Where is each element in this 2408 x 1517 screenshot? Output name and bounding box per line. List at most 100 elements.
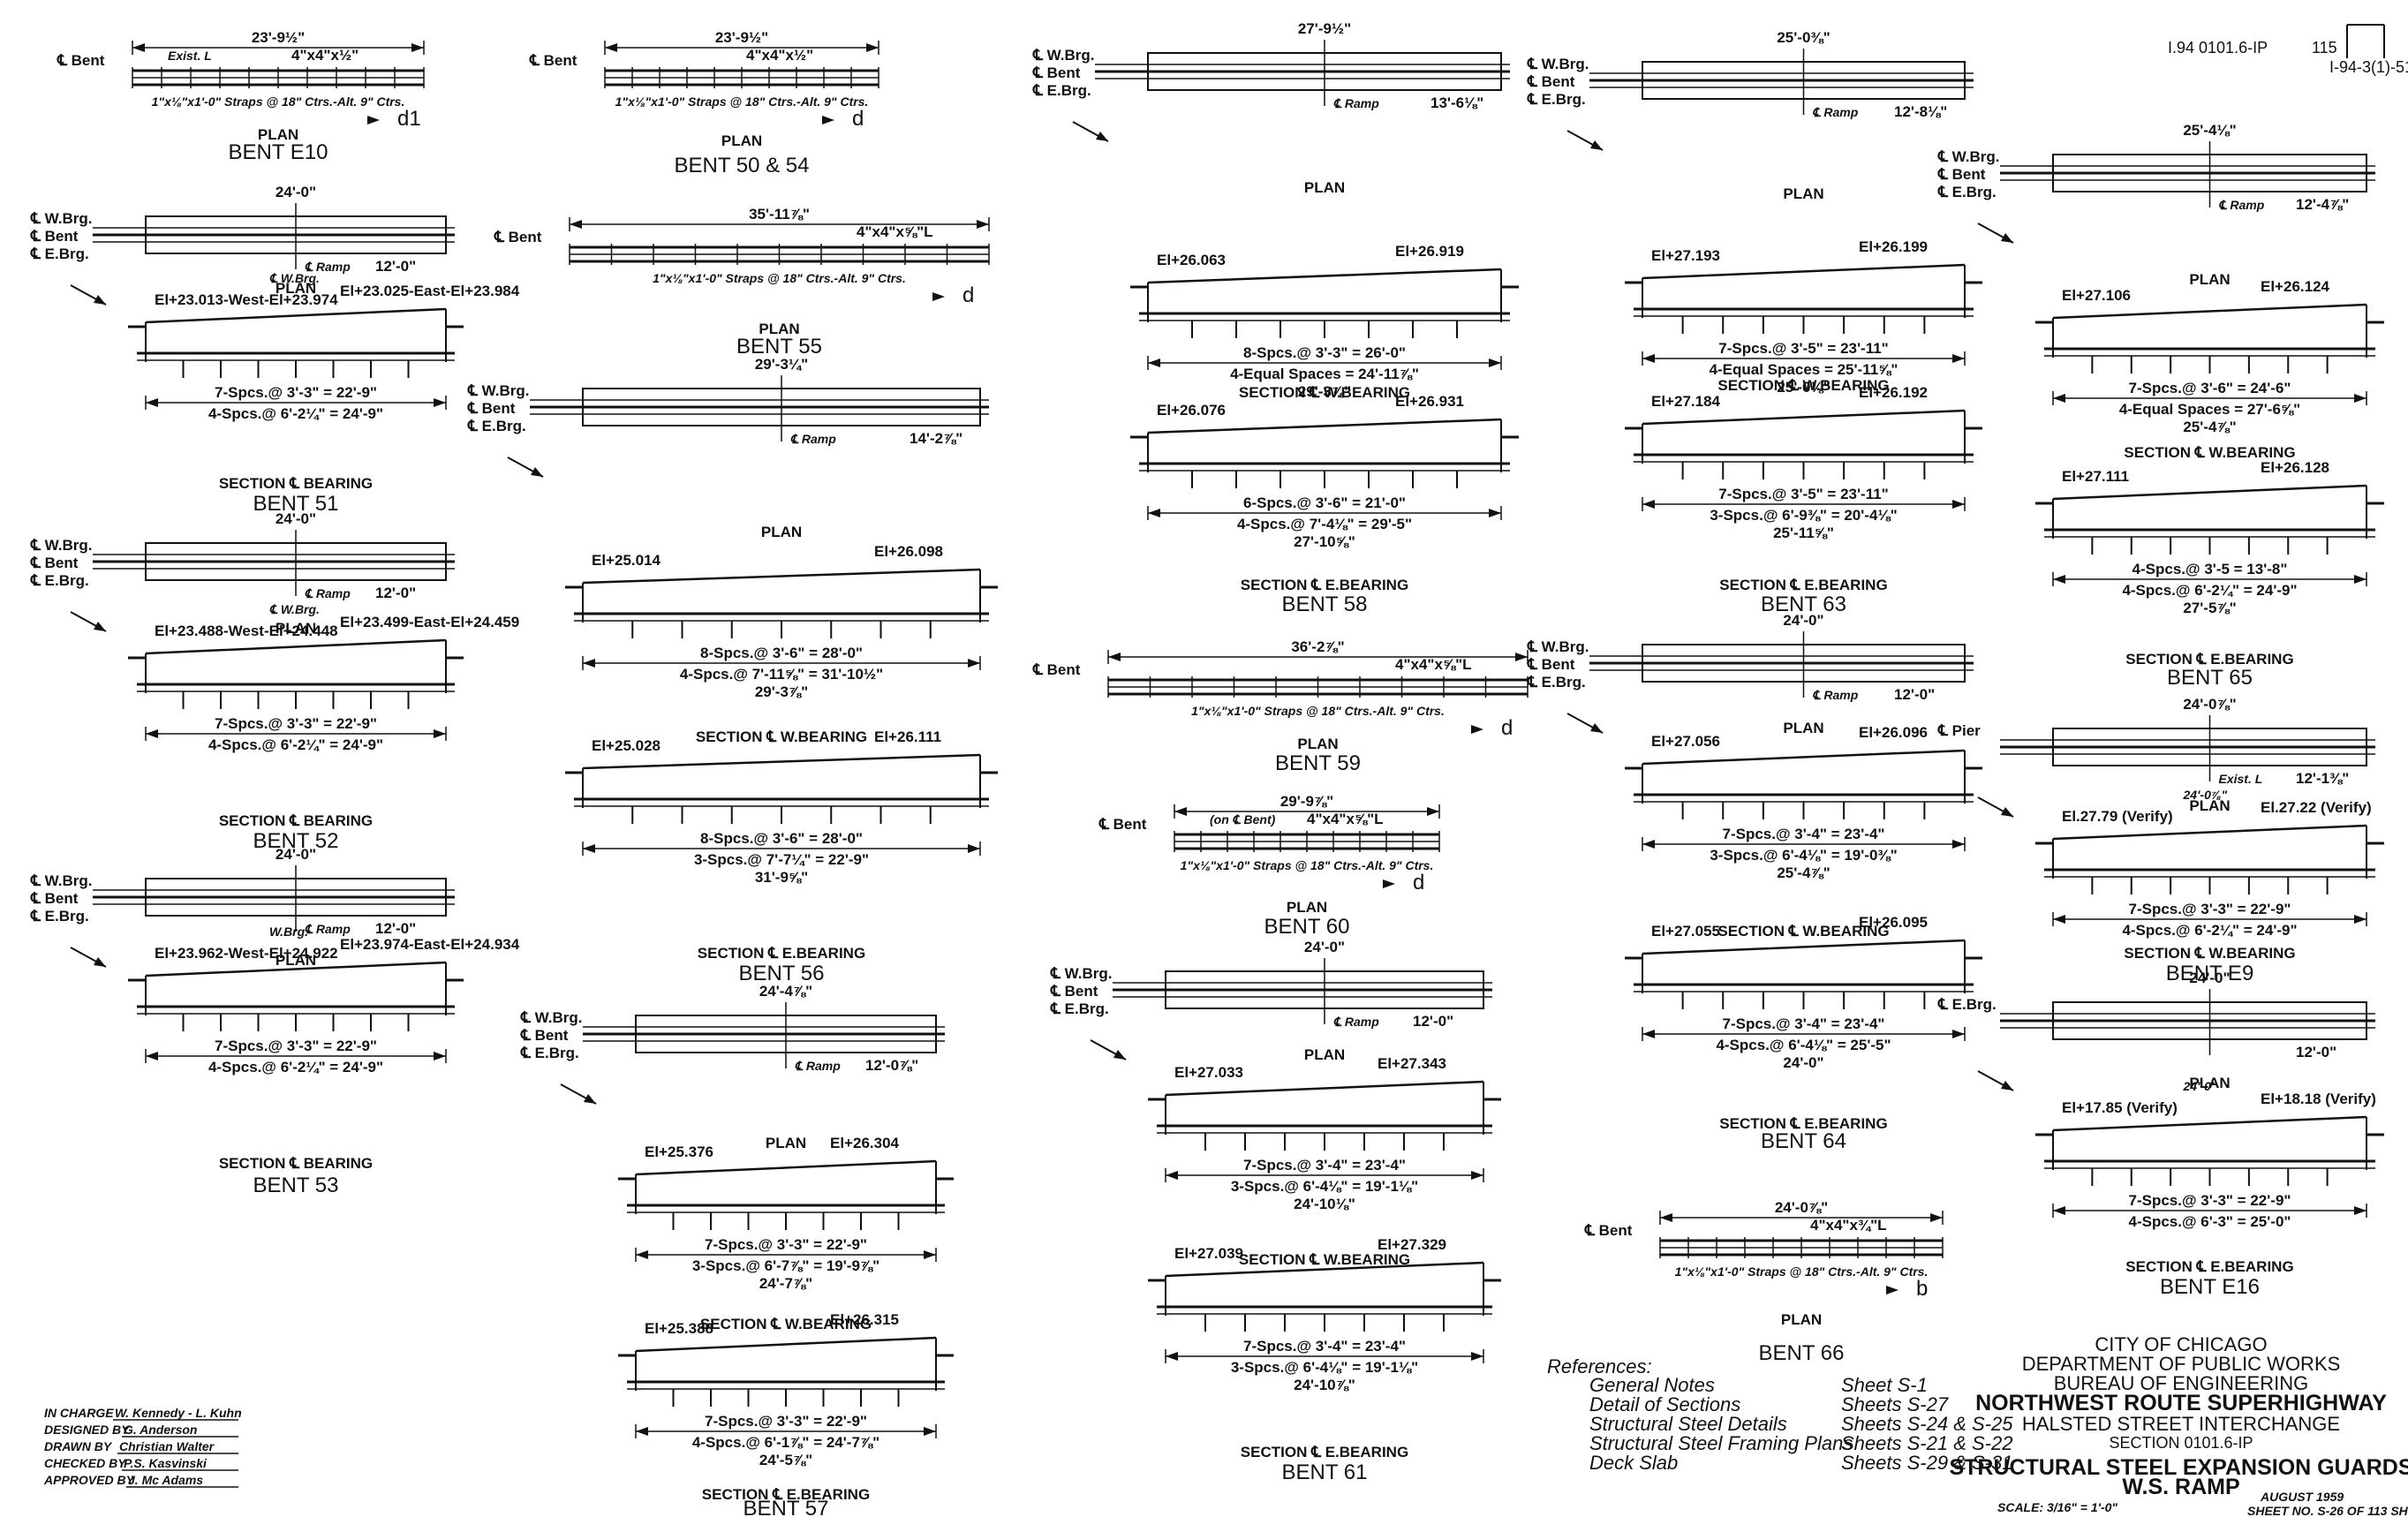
cl-west-bearing-label: ℄ W.Brg. (1527, 638, 1589, 655)
cl-bent-label: ℄ Bent (1527, 73, 1575, 90)
bearing-label: ℄ W.Brg. (269, 271, 320, 285)
cl-bent-label: ℄ Bent (30, 555, 79, 571)
arrow-icon (1471, 1352, 1483, 1361)
elevation-left: El+26.076 (1157, 402, 1226, 419)
drawing-scale: SCALE: 3/16" = 1'-0" (1997, 1500, 2117, 1514)
spacing-dimension: 4-Spcs.@ 3'-5 = 13'-8" (2132, 561, 2288, 577)
elevation-right: El+26.128 (2261, 459, 2329, 476)
strap-label: 1"x⅛"x1'-0" Straps @ 18" Ctrs.-Alt. 9" C… (653, 271, 906, 285)
overall-dimension: 25'-11⅝" (1773, 525, 1834, 541)
cl-west-bearing-label: ℄ W.Brg. (467, 382, 529, 399)
arrow-icon (2354, 915, 2366, 924)
arrow-icon (1952, 840, 1965, 849)
spacing-dimension: 3-Spcs.@ 6'-4⅛" = 19'-0⅜" (1710, 847, 1897, 864)
cl-east-bearing-label: ℄ E.Brg. (1527, 91, 1586, 108)
plan-label: PLAN (1297, 736, 1338, 752)
plan-dimension: 27'-9½" (1298, 20, 1351, 37)
overall-dimension: 24'-5⅞" (759, 1452, 812, 1468)
bent-title: BENT E10 (229, 140, 328, 164)
arrow-icon (924, 1250, 936, 1259)
bent-title: BENT 65 (2167, 666, 2253, 690)
cl-bent-label: ℄ Bent (1050, 983, 1098, 1000)
ref-sheet: 115 (2312, 39, 2337, 57)
elevation-left: El+27.111 (2062, 468, 2129, 485)
ref-item-name: Structural Steel Framing Plans (1589, 1432, 1853, 1454)
bent-title: BENT 53 (253, 1174, 339, 1197)
bent-title: BENT 66 (1759, 1341, 1845, 1365)
section-label: SECTION ℄ E.BEARING (1719, 577, 1887, 593)
signoff-name: P.S. Kasvinski (124, 1456, 208, 1470)
arrow-icon (146, 729, 158, 738)
elevation-left: El.27.79 (Verify) (2062, 808, 2173, 825)
ref-item-sheet: Sheets S-27 (1841, 1393, 1949, 1415)
section-label: SECTION ℄ E.BEARING (698, 945, 865, 962)
spacing-dimension: 3-Spcs.@ 6'-4⅛" = 19'-1⅛" (1231, 1178, 1418, 1195)
spacing-dimension: 4-Spcs.@ 6'-2¼" = 24'-9" (2122, 582, 2297, 599)
angle-label: 4"x4"x⅝"L (1395, 656, 1472, 673)
guard-length: 35'-11⅞" (749, 206, 810, 223)
plan-dimension: 24'-0⅞" (2183, 696, 2236, 713)
plan-label: PLAN (759, 321, 799, 337)
cl-bent-label: ℄ Bent (1527, 656, 1575, 673)
plan-side-dimension: 12'-0" (375, 258, 416, 275)
title-city: CITY OF CHICAGO (2095, 1333, 2267, 1355)
overall-dimension: 24'-10⅛" (1294, 1196, 1355, 1212)
ref-item-name: Deck Slab (1589, 1452, 1678, 1474)
angle-label: 4"x4"x⅝"L (1307, 811, 1384, 827)
cl-east-bearing-label: ℄ E.Brg. (520, 1045, 579, 1061)
arrow-icon (146, 1052, 158, 1060)
arrow-icon (1489, 509, 1501, 517)
spacing-dimension: 4-Equal Spaces = 24'-11⅞" (1230, 366, 1419, 382)
arrow-icon (1166, 1352, 1178, 1361)
plan-label: PLAN (2189, 1075, 2230, 1091)
plan-label: PLAN (1304, 1046, 1345, 1063)
elevation-left: El+27.055 (1651, 923, 1720, 940)
arrow-icon (570, 220, 582, 229)
cl-east-bearing-label: ℄ E.Brg. (1050, 1000, 1109, 1017)
strap-label: 1"x⅛"x1'-0" Straps @ 18" Ctrs.-Alt. 9" C… (152, 94, 405, 109)
arrow-icon (1174, 807, 1187, 816)
signoff-name: J. Mc Adams (128, 1473, 203, 1487)
arrow-icon (1642, 500, 1655, 509)
section-mark: b (1916, 1277, 1928, 1301)
arrow-icon (2354, 1206, 2366, 1215)
references-heading: References: (1547, 1355, 1652, 1377)
arrow-icon (636, 1427, 648, 1436)
ref-item-sheet: Sheets S-24 & S-25 (1841, 1413, 2013, 1435)
section-label: SECTION ℄ W.BEARING (700, 1316, 872, 1332)
spacing-dimension: 7-Spcs.@ 3'-3" = 22'-9" (215, 715, 377, 732)
plan-dimension: 24'-0" (276, 510, 316, 527)
overall-dimension: 25'-4⅞" (2183, 419, 2236, 435)
ref-item-sheet: Sheet S-1 (1841, 1374, 1928, 1396)
plan-label: PLAN (1287, 899, 1327, 916)
elevation-left: El+26.063 (1157, 252, 1226, 268)
spacing-dimension: 7-Spcs.@ 3'-4" = 23'-4" (1243, 1338, 1406, 1355)
section-label: SECTION ℄ W.BEARING (1717, 923, 1889, 940)
section-label: SECTION ℄ E.BEARING (1719, 1115, 1887, 1132)
overall-dimension: 24'-10⅞" (1294, 1377, 1355, 1393)
bent-title: BENT E16 (2160, 1275, 2260, 1299)
spacing-dimension: 8-Spcs.@ 3'-6" = 28'-0" (700, 830, 863, 847)
drawing-title: STRUCTURAL STEEL EXPANSION GUARDS (1949, 1455, 2408, 1480)
arrow-icon (1952, 1030, 1965, 1038)
title-bureau: BUREAU OF ENGINEERING (2054, 1372, 2308, 1394)
bearing-label: 24'-0" (2183, 1079, 2217, 1093)
cl-bent-label: ℄ Bent (1032, 661, 1081, 678)
arrow-icon (1166, 1171, 1178, 1180)
arrow-icon (968, 844, 980, 853)
references-block: References: General Notes Sheet S-1 Deta… (1547, 1355, 2013, 1474)
elevation-right: El+26.315 (830, 1311, 899, 1328)
spacing-dimension: 4-Spcs.@ 7'-11⅝" = 31'-10½" (680, 666, 883, 683)
overall-dimension: 24'-7⅞" (759, 1275, 812, 1292)
north-arrow-icon (70, 947, 107, 968)
cl-ramp-label: ℄ Ramp (1333, 1015, 1379, 1029)
arrow-icon (924, 1427, 936, 1436)
plan-side-dimension: 12'-0" (375, 920, 416, 937)
